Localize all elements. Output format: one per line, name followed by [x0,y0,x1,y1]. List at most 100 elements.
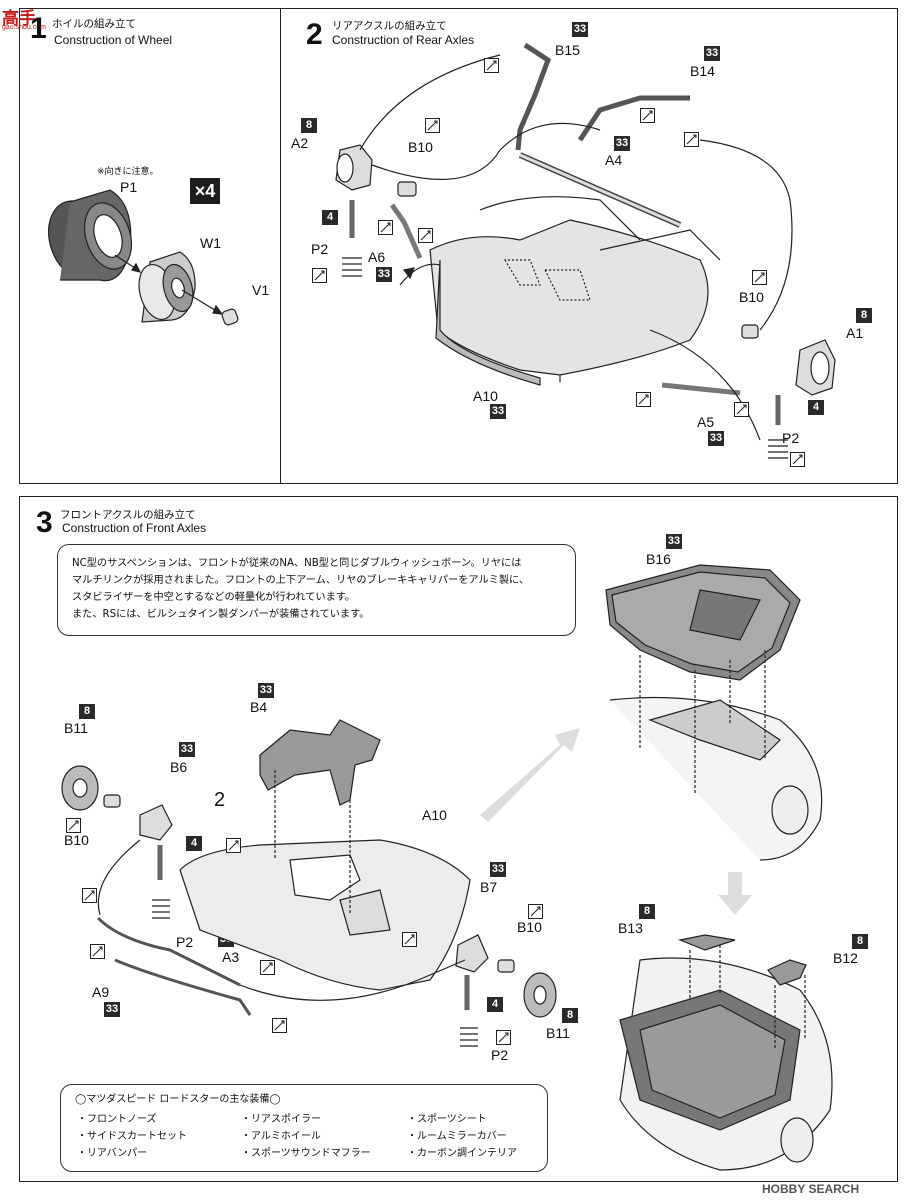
tire-p1 [48,189,133,282]
equipment-item: ・スポーツシート [407,1114,487,1125]
info-line-3: スタビライザーを中空とするなどの軽量化が行われています。 [72,592,356,603]
part-label-p2-rear-right: P2 [782,430,800,446]
equipment-item: ・リアバンパー [77,1148,148,1159]
runner-4-front-left: 4 [186,836,202,851]
runner-33-a6: 33 [376,267,392,282]
runner-33-a5: 33 [708,431,724,446]
part-label-b10-rear-left: B10 [408,139,433,155]
cement-icon [734,402,749,417]
step-reference-2: 2 [214,789,226,811]
info-line-4: また、RSには、ビルシュタイン製ダンパーが装備されています。 [72,609,370,620]
runner-8-b13: 8 [639,904,655,919]
part-label-b12: B12 [833,950,858,966]
equipment-box: ◯マツダスピード ロードスターの主な装備◯ ・フロントノーズ ・サイドスカートセ… [60,1084,548,1172]
equipment-col-3: ・スポーツシート ・ルームミラーカバー ・カーボン調インテリア [407,1111,517,1162]
part-label-w1: W1 [200,235,221,251]
cement-icon [425,118,440,133]
undercover-b16 [605,564,801,681]
step2-title-jp: リアアクスルの組み立て [332,20,447,32]
rear-chassis [429,196,721,386]
runner-4-front-right: 4 [487,997,503,1012]
part-label-p2-rear-left: P2 [311,241,329,257]
part-label-a3: A3 [222,949,240,965]
front-chassis [179,839,471,991]
step3-title-jp: フロントアクスルの組み立て [60,509,196,521]
runner-8-b11-right: 8 [562,1008,578,1023]
runner-33-b15: 33 [572,22,588,37]
info-line-2: マルチリンクが採用されました。フロントの上下アーム、リヤのブレーキキャリパーをア… [72,575,530,586]
part-label-b4: B4 [250,699,268,715]
step1-number: 1 [30,12,47,45]
cement-icon [402,932,417,947]
runner-8-b11-left: 8 [79,704,95,719]
part-label-p2-front-right: P2 [491,1047,509,1063]
runner-8-a1: 8 [856,308,872,323]
step2-number: 2 [306,18,323,51]
runner-4-rear-left: 4 [322,210,338,225]
cement-icon [66,818,81,833]
runner-33-a10: 33 [490,404,506,419]
step3-number: 3 [36,506,53,539]
quantity-badge: ×4 [190,178,220,204]
equipment-col-2: ・リアスポイラー ・アルミホイール ・スポーツサウンドマフラー [241,1111,371,1162]
runner-33-b6: 33 [179,742,195,757]
equipment-title: ◯マツダスピード ロードスターの主な装備◯ [75,1094,281,1105]
runner-33-b4: 33 [258,683,274,698]
part-label-b14: B14 [690,63,715,79]
equipment-item: ・フロントノーズ [77,1114,157,1125]
equipment-item: ・リアスポイラー [241,1114,321,1125]
cement-icon [640,108,655,123]
part-label-a10-rear: A10 [473,388,498,404]
part-label-b15: B15 [555,42,580,58]
equipment-item: ・カーボン調インテリア [407,1148,517,1159]
runner-33-a9: 33 [104,1002,120,1017]
cement-icon [496,1030,511,1045]
watermark-site: gao.shou.com [2,24,46,31]
suspension-info-box: NC型のサスペンションは、フロントが従来のNA、NB型と同じダブルウィッシュボー… [57,544,576,636]
wheel-w1 [138,251,196,323]
part-label-b7: B7 [480,879,498,895]
part-label-b6: B6 [170,759,188,775]
hub-a2 [335,144,373,191]
part-label-b11-right: B11 [546,1025,570,1041]
step1-direction-note: ※向きに注意。 [97,167,159,177]
equipment-item: ・サイドスカートセット [77,1131,187,1142]
equipment-col-1: ・フロントノーズ ・サイドスカートセット ・リアバンパー [77,1111,187,1162]
cement-icon [312,268,327,283]
cement-icon [378,220,393,235]
part-label-v1: V1 [252,282,270,298]
runner-33-a4: 33 [614,136,630,151]
equipment-item: ・アルミホイール [241,1131,321,1142]
equipment-item: ・ルームミラーカバー [407,1131,507,1142]
cement-icon [90,944,105,959]
part-label-b13: B13 [618,920,643,936]
cement-icon [636,392,651,407]
info-line-1: NC型のサスペンションは、フロントが従来のNA、NB型と同じダブルウィッシュボー… [72,558,522,569]
cement-icon [418,228,433,243]
equipment-item: ・スポーツサウンドマフラー [241,1148,371,1159]
front-subframe-top [609,650,823,861]
cement-icon [790,452,805,467]
watermark-logo: 高手 [2,9,36,28]
part-label-a10-front: A10 [422,807,447,823]
runner-33-b16: 33 [666,534,682,549]
step2-title-en: Construction of Rear Axles [332,33,475,47]
cement-icon [272,1018,287,1033]
part-label-a9: A9 [92,984,110,1000]
step1-title-en: Construction of Wheel [54,33,173,47]
runner-8-b12: 8 [852,934,868,949]
step3-title-en: Construction of Front Axles [62,521,207,535]
cement-icon [684,132,699,147]
part-label-b10-rear-right: B10 [739,289,764,305]
cement-icon [260,960,275,975]
cement-icon [226,838,241,853]
runner-33-b7: 33 [490,862,506,877]
part-label-a5: A5 [697,414,715,430]
part-label-b16: B16 [646,551,671,567]
runner-4-rear-right: 4 [808,400,824,415]
part-label-b10-front-left: B10 [64,832,89,848]
hub-a1 [795,339,836,396]
part-label-a1: A1 [846,325,864,341]
brace-b4 [259,719,381,806]
